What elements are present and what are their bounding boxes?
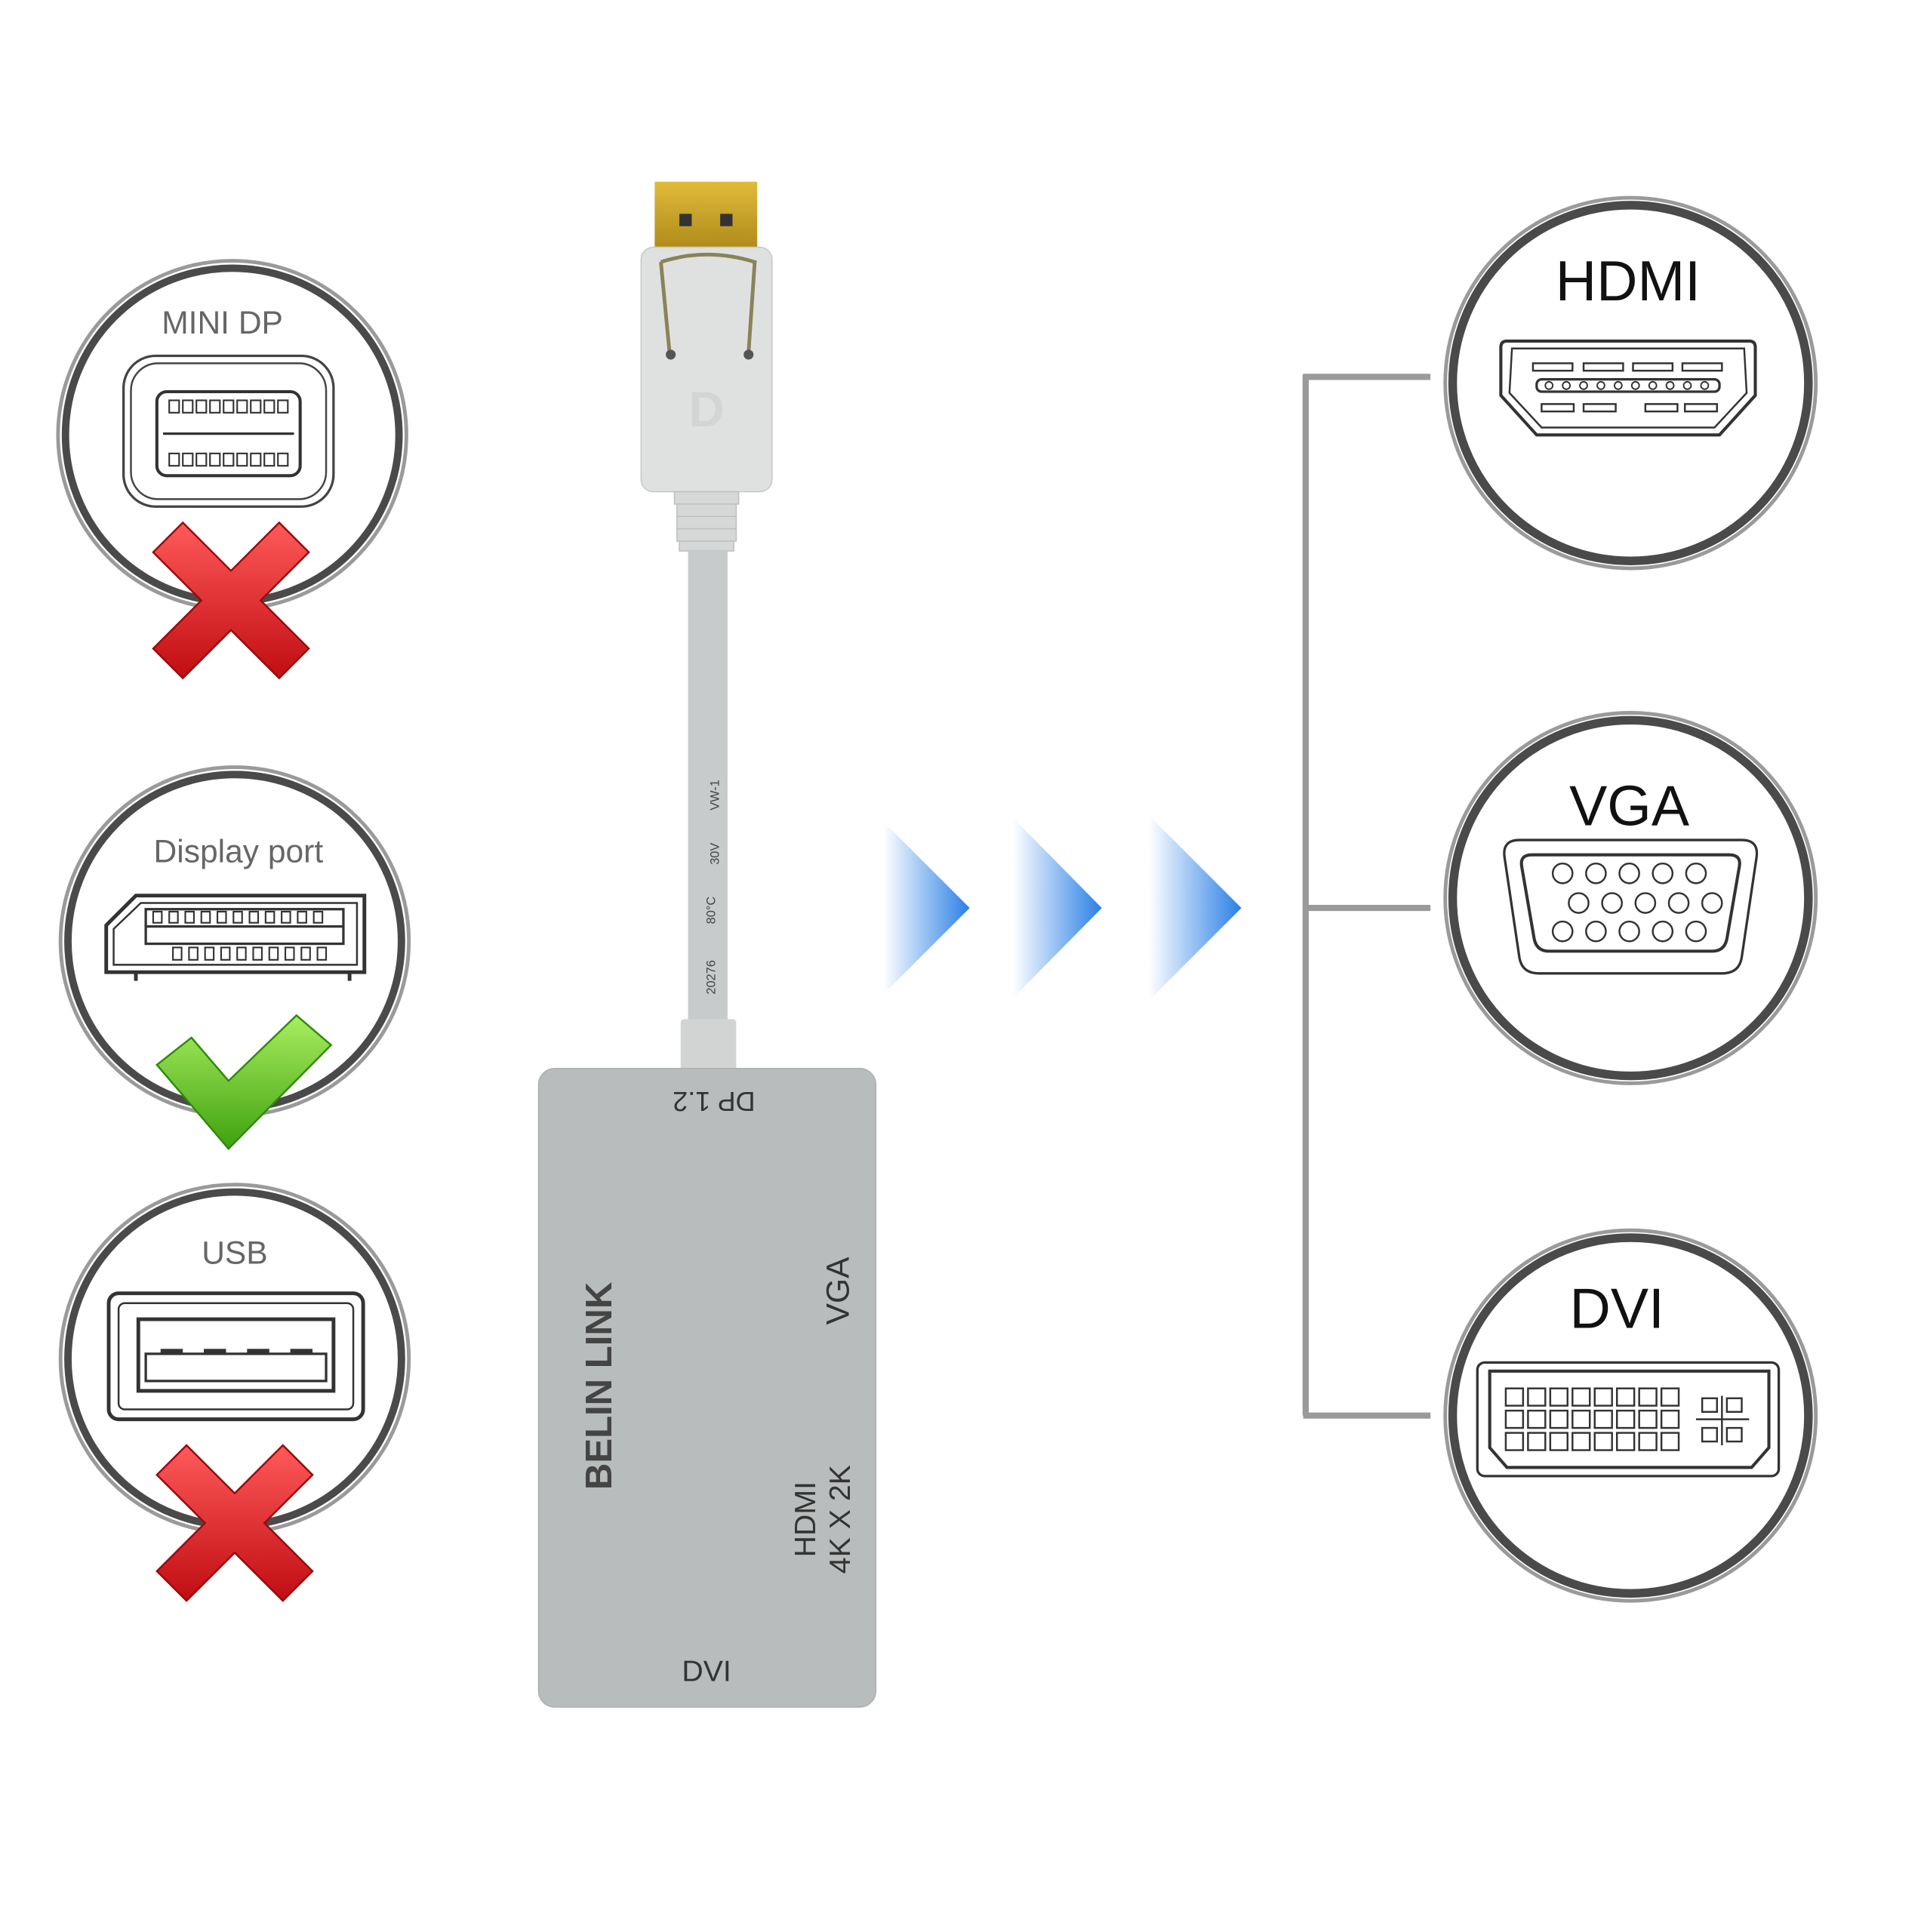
- adapter-brand: BELIN LINK: [579, 1282, 620, 1490]
- output-dvi: DVI: [1443, 1228, 1818, 1603]
- dp-plug-tip: [654, 181, 758, 256]
- output-label: DVI: [1569, 1277, 1664, 1340]
- chevron-right-icon: [1012, 817, 1102, 998]
- output-vga: VGA: [1443, 711, 1818, 1085]
- port-usb: USB: [58, 1183, 411, 1602]
- dp-logo: D: [688, 382, 724, 437]
- cable-marking: 20276: [705, 960, 719, 995]
- display-port-icon: [104, 894, 367, 981]
- red-x-icon: [155, 1444, 314, 1602]
- output-label: HDMI: [1556, 249, 1701, 312]
- adapter-hdmi-res: 4K X 2K: [823, 1465, 857, 1574]
- adapter-top-label: DP 1.2: [673, 1086, 755, 1117]
- cable-marking: VW-1: [708, 780, 722, 811]
- red-x-icon: [152, 521, 310, 680]
- output-label: VGA: [1569, 774, 1690, 837]
- adapter-hdmi-label: HDMI: [789, 1481, 822, 1557]
- output-hdmi: HDMI: [1443, 195, 1818, 571]
- cable-marking: 30V: [708, 843, 722, 865]
- direction-arrows: [883, 815, 1242, 1001]
- dvi-port-icon: [1476, 1361, 1781, 1478]
- cable: [688, 549, 728, 1022]
- chevron-right-icon: [883, 821, 970, 995]
- adapter-box: [537, 1068, 877, 1708]
- port-mini-dp: MINI DP: [56, 259, 408, 680]
- port-label: MINI DP: [162, 305, 283, 341]
- port-label: Display port: [154, 834, 324, 870]
- adapter-dvi-label: DVI: [682, 1655, 731, 1688]
- green-check-icon: [155, 1014, 333, 1151]
- port-label: USB: [202, 1235, 267, 1271]
- mini-dp-icon: [122, 354, 335, 508]
- adapter-vga-label: VGA: [820, 1257, 856, 1324]
- cable-marking: 80°C: [705, 897, 719, 924]
- usb-icon: [106, 1291, 365, 1422]
- adapter-cable: D 20276 80°C 30V VW-1 DP 1.2 BELIN LINK …: [537, 181, 877, 1708]
- chevron-right-icon: [1148, 815, 1242, 1001]
- output-bracket: [1302, 374, 1431, 1419]
- vga-port-icon: [1503, 838, 1759, 975]
- port-display-port: Display port: [58, 765, 411, 1151]
- hdmi-port-icon: [1499, 339, 1757, 437]
